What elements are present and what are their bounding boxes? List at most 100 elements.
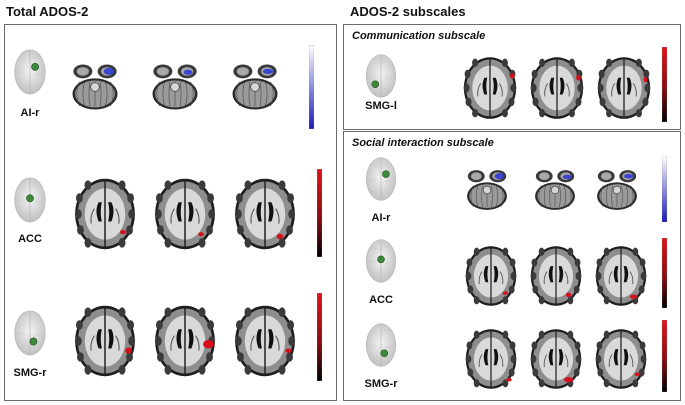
brain-slice-2 (529, 320, 583, 403)
axial-brain-slice (530, 57, 584, 119)
brain-slice-1 (73, 165, 137, 268)
activation-blob (576, 74, 581, 81)
glass-brain-icon (14, 49, 46, 95)
axial-brain-slice (595, 329, 647, 389)
heading-ados-subscales: ADOS-2 subscales (350, 4, 466, 19)
axial-brain-slice (234, 305, 296, 377)
activation-blob (564, 377, 574, 383)
activation-blob (643, 76, 648, 83)
row-communication-smg: SMG-l (344, 45, 682, 129)
activation-blob (183, 69, 193, 75)
brain-slice-1 (464, 168, 510, 217)
activation-blob (502, 291, 509, 295)
axial-brain-slice (74, 305, 136, 377)
brain-slice-2 (529, 51, 585, 130)
activation-blob (562, 174, 572, 180)
roi-label: SMG-r (13, 367, 47, 379)
activation-blob (198, 232, 204, 237)
brain-slice-2 (532, 168, 578, 217)
colorbar-social-ai (661, 155, 668, 227)
roi-label: ACC (369, 294, 393, 306)
glass-brain-social-ai (364, 156, 398, 207)
panel-communication-title: Communication subscale (352, 30, 486, 42)
brain-slice-2 (153, 291, 217, 396)
roi-label: AI-r (20, 107, 40, 119)
brain-slice-3 (233, 291, 297, 396)
activation-blob (125, 347, 132, 354)
activation-blob (119, 230, 127, 235)
axial-brain-slice (465, 246, 517, 306)
brain-slice-3 (594, 320, 648, 403)
row-total-acc: ACC (5, 155, 338, 270)
brain-slice-3 (233, 165, 297, 268)
glass-brain-icon (365, 54, 397, 98)
axial-brain-slice (597, 57, 651, 119)
roi-label: SMG-r (364, 378, 398, 390)
glass-brain-total-smg (13, 308, 47, 363)
positive-colorbar (316, 168, 323, 258)
cerebellar-brain-slice (597, 170, 637, 210)
glass-brain-total-ai (13, 47, 47, 102)
panel-social-title: Social interaction subscale (352, 137, 494, 149)
roi-seed-icon (371, 80, 379, 88)
glass-brain-social-smg (364, 322, 398, 373)
brain-slice-3 (594, 168, 640, 217)
panel-communication: Communication subscale SMG-l (343, 24, 681, 130)
brain-slice-3 (594, 238, 648, 319)
activation-blob (634, 372, 640, 377)
cerebellar-brain-slice (535, 170, 575, 210)
panel-total-ados: AI-r ACC SMG-r (4, 24, 337, 401)
row-social-ai: AI-r (344, 154, 682, 236)
heading-total-ados: Total ADOS-2 (6, 4, 89, 19)
brain-slice-1 (464, 320, 518, 403)
roi-seed-icon (377, 255, 385, 264)
brain-slice-2 (149, 55, 201, 124)
activation-blob (623, 173, 634, 179)
roi-seed-icon (31, 63, 39, 71)
roi-seed-icon (382, 170, 390, 178)
brain-slice-2 (529, 238, 583, 319)
cerebellar-brain-slice (152, 64, 198, 110)
brain-slice-3 (596, 51, 652, 130)
row-social-smg: SMG-r (344, 318, 682, 400)
negative-colorbar (308, 44, 315, 130)
brain-slice-1 (464, 238, 518, 319)
roi-label: SMG-l (365, 100, 397, 112)
axial-brain-slice (234, 178, 296, 250)
glass-brain-icon (365, 323, 397, 367)
row-total-ai: AI-r (5, 35, 338, 145)
panel-social-interaction: Social interaction subscale AI-r ACC SMG… (343, 131, 681, 401)
cerebellar-brain-slice (232, 64, 278, 110)
positive-colorbar (661, 46, 668, 123)
axial-brain-slice (154, 178, 216, 250)
glass-brain-icon (365, 239, 397, 283)
axial-brain-slice (74, 178, 136, 250)
activation-blob (203, 339, 214, 349)
positive-colorbar (661, 237, 668, 309)
activation-blob (285, 348, 292, 353)
activation-blob (103, 67, 115, 75)
brain-slice-3 (229, 55, 281, 124)
roi-label: AI-r (371, 212, 391, 224)
activation-blob (276, 233, 284, 240)
activation-blob (262, 68, 274, 74)
roi-seed-icon (26, 194, 34, 203)
roi-seed-icon (29, 337, 38, 346)
activation-blob (510, 73, 515, 79)
row-total-smg: SMG-r (5, 283, 338, 398)
colorbar-comm-smg (661, 46, 668, 127)
activation-blob (494, 173, 504, 180)
glass-brain-icon (14, 177, 46, 223)
colorbar-social-acc (661, 237, 668, 313)
brain-slice-1 (462, 51, 518, 130)
glass-brain-comm-smg (364, 53, 398, 104)
row-social-acc: ACC (344, 236, 682, 316)
axial-brain-slice (530, 246, 582, 306)
axial-brain-slice (154, 305, 216, 377)
brain-slice-1 (73, 291, 137, 396)
cerebellar-brain-slice (72, 64, 118, 110)
brain-slice-2 (153, 165, 217, 268)
cerebellar-brain-slice (467, 170, 507, 210)
glass-brain-social-acc (364, 238, 398, 289)
glass-brain-total-acc (13, 175, 47, 230)
